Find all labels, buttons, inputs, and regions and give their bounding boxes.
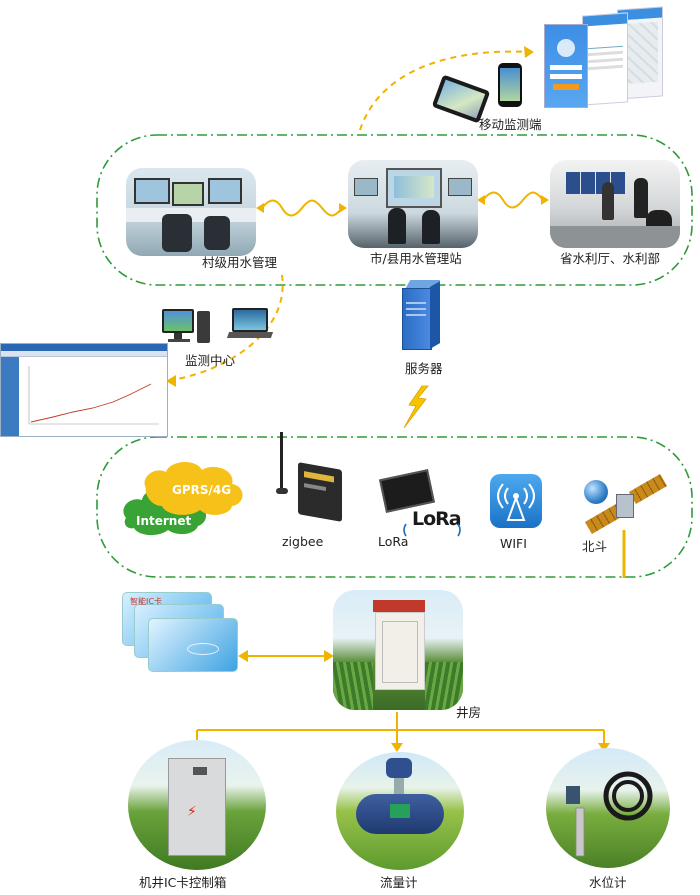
zigbee-modem-icon: [270, 432, 350, 522]
village-label: 村级用水管理: [202, 255, 278, 270]
cloud-internet-label: Internet: [136, 514, 192, 528]
beidou-satellite-icon: [580, 473, 670, 535]
mobile-label: 移动监测端: [479, 117, 542, 132]
village-control-room-photo: [126, 168, 256, 256]
water-level-label: 水位计: [589, 875, 627, 890]
wifi-tower-icon: [490, 474, 542, 528]
lora-label: LoRa: [378, 534, 409, 549]
province-label: 省水利厅、水利部: [560, 251, 661, 266]
monitor-link-arc: [171, 274, 284, 381]
zigbee-label: zigbee: [282, 534, 324, 549]
city-station-photo: [348, 160, 478, 248]
well-house-label: 井房: [456, 705, 482, 720]
city-province-link: [482, 191, 544, 209]
water-level-gauge-photo: [546, 748, 670, 868]
lightning-bolt-icon: [403, 385, 429, 429]
ic-card-text: 智能IC卡: [130, 597, 162, 606]
beidou-label: 北斗: [582, 539, 608, 554]
wifi-label: WIFI: [500, 536, 527, 551]
monitor-center-label: 监测中心: [185, 353, 236, 368]
monitoring-software-screen: [0, 343, 168, 437]
monitor-link-arrowhead: [166, 375, 176, 387]
laptop-icon: [226, 308, 274, 344]
well-house-photo: [333, 590, 463, 710]
village-city-link: [261, 199, 343, 217]
ic-control-box-photo: ⚡: [128, 740, 266, 870]
lora-chip-icon: [378, 469, 435, 513]
server-icon: [394, 280, 442, 350]
mobile-link-arrowhead: [524, 46, 534, 58]
lora-signal-icon: [403, 523, 461, 537]
mobile-app-screens: [542, 6, 667, 108]
mobile-link-arc: [359, 50, 531, 131]
flowmeter-photo: [336, 752, 464, 870]
server-label: 服务器: [405, 361, 443, 376]
ic-card-stack: 智能IC卡: [122, 592, 240, 674]
smartphone-device: [498, 63, 522, 107]
flowmeter-label: 流量计: [380, 875, 418, 890]
city-label: 市/县用水管理站: [370, 251, 462, 266]
lora-logo: LoRa: [412, 508, 462, 530]
management-group-frame: [96, 134, 693, 286]
internet-cloud-icon: [123, 461, 243, 536]
province-ministry-photo: [550, 160, 680, 248]
ic-control-box-label: 机井IC卡控制箱: [139, 875, 227, 890]
desktop-computer-icon: [162, 309, 212, 345]
network-group-frame: [96, 436, 693, 578]
cloud-gprs-label: GPRS/4G: [172, 483, 232, 497]
